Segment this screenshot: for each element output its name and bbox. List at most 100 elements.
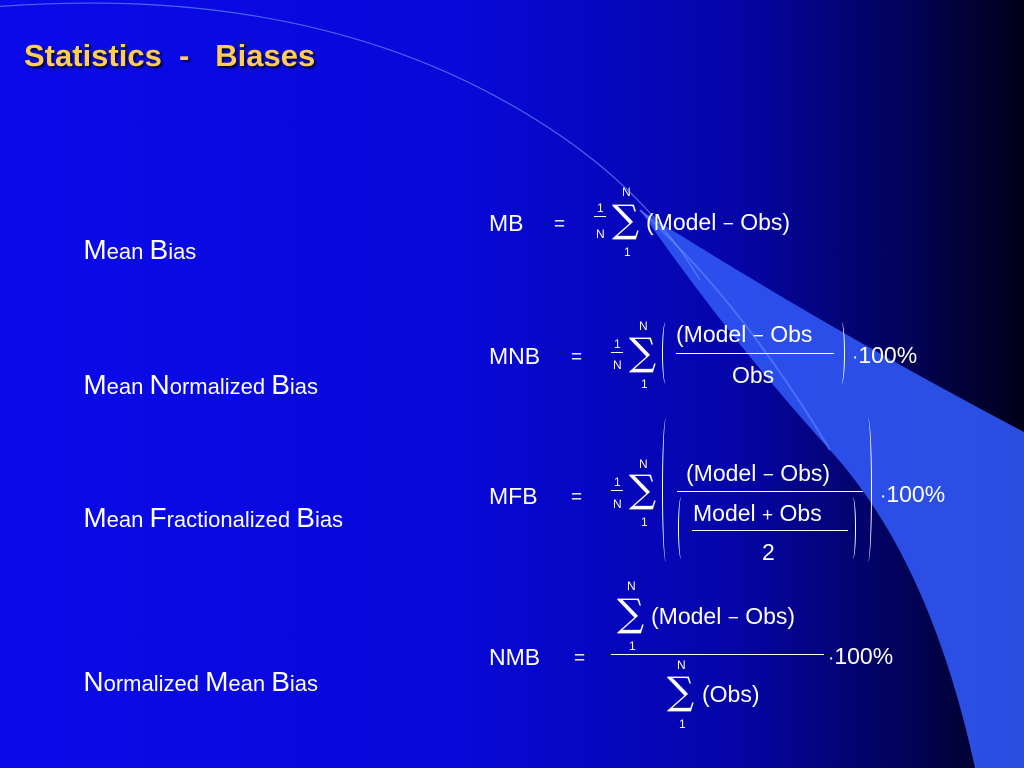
- swoosh-fill: [640, 210, 1024, 768]
- equals-sign: =: [554, 214, 566, 235]
- model-term: (Model: [676, 321, 747, 347]
- right-paren: [836, 322, 845, 384]
- term-rest: ormalized: [103, 671, 206, 696]
- sum-upper-limit: N: [627, 579, 636, 593]
- term-initial: B: [149, 234, 169, 265]
- equals-sign: =: [571, 347, 583, 368]
- term-rest: ractionalized: [166, 507, 297, 532]
- minus-operator: −: [752, 326, 764, 347]
- plus-operator: +: [762, 505, 774, 526]
- model-term: (Model: [686, 460, 757, 486]
- formula-lhs: MNB: [489, 343, 541, 369]
- fraction-bar: [611, 490, 623, 491]
- percent-factor: ·100%: [828, 643, 894, 669]
- term-initial: M: [205, 666, 229, 697]
- fraction-bar: [611, 654, 824, 655]
- denominator-expr: (Obs): [702, 681, 760, 707]
- multiply-operator: ·: [880, 486, 887, 507]
- fraction-numerator-expr: (Model − Obs: [676, 321, 813, 347]
- sigma-icon: ∑: [617, 591, 645, 635]
- term-rest: ias: [314, 507, 344, 532]
- multiply-operator: ·: [852, 347, 859, 368]
- fraction-denominator-sum: Model + Obs: [693, 500, 822, 526]
- term-rest: ias: [168, 239, 197, 264]
- sum-lower-limit: 1: [641, 515, 648, 529]
- term-mean-bias: Mean Bias: [70, 206, 196, 266]
- term-initial: M: [83, 234, 107, 265]
- term-initial: F: [149, 502, 167, 533]
- sum-upper-limit: N: [639, 319, 648, 333]
- fraction-bar: [611, 352, 623, 353]
- term-initial: N: [83, 666, 104, 697]
- term-initial: B: [271, 369, 290, 400]
- fraction-denominator: N: [613, 497, 622, 511]
- sum-lower-limit: 1: [629, 639, 636, 653]
- numerator-expr: (Model − Obs): [651, 603, 796, 629]
- sigma-icon: ∑: [612, 197, 640, 241]
- term-rest: ean: [228, 671, 272, 696]
- term-mean-normalized-bias: Mean Normalized Bias: [70, 341, 318, 401]
- obs-term: Obs): [745, 603, 796, 629]
- right-paren: [862, 418, 872, 562]
- obs-term: Obs): [740, 209, 791, 235]
- obs-term: Obs: [779, 500, 822, 526]
- fraction-bar: [677, 491, 863, 492]
- sigma-icon: ∑: [629, 467, 657, 511]
- term-mean-fractionalized-bias: Mean Fractionalized Bias: [70, 474, 343, 534]
- sum-upper-limit: N: [622, 185, 631, 199]
- sigma-icon: ∑: [667, 669, 695, 713]
- percent-value: 100%: [886, 481, 946, 507]
- term-rest: ormalized: [169, 374, 272, 399]
- slide-title: Statistics - Biases: [24, 38, 316, 73]
- minus-operator: −: [722, 214, 734, 235]
- percent-value: 100%: [858, 342, 918, 368]
- sigma-icon: ∑: [629, 330, 657, 374]
- fraction-denominator-expr: Obs: [732, 362, 775, 388]
- minus-operator: −: [762, 465, 774, 486]
- left-paren: [662, 322, 671, 384]
- term-initial: B: [296, 502, 315, 533]
- fraction-denominator: N: [613, 358, 622, 372]
- sum-lower-limit: 1: [641, 377, 648, 391]
- term-rest: ean: [106, 239, 150, 264]
- arc-line: [0, 2, 701, 281]
- percent-factor: ·100%: [852, 342, 918, 368]
- sum-upper-limit: N: [677, 658, 686, 672]
- equals-sign: =: [574, 648, 586, 669]
- term-normalized-mean-bias: Normalized Mean Bias: [70, 638, 318, 698]
- model-term: (Model: [651, 603, 722, 629]
- sum-lower-limit: 1: [624, 245, 631, 259]
- fraction-bar: [676, 353, 834, 354]
- sum-upper-limit: N: [639, 457, 648, 471]
- fraction-numerator: 1: [614, 475, 621, 489]
- divisor-value: 2: [762, 539, 775, 565]
- sum-lower-limit: 1: [679, 717, 686, 731]
- term-initial: B: [271, 666, 290, 697]
- term-rest: ean: [106, 507, 150, 532]
- formula-lhs: MB: [489, 210, 524, 236]
- percent-factor: ·100%: [880, 481, 946, 507]
- fraction-bar: [692, 530, 848, 531]
- formula-body: (Model − Obs): [646, 209, 791, 235]
- term-initial: N: [149, 369, 170, 400]
- right-paren: [848, 497, 856, 559]
- equals-sign: =: [571, 487, 583, 508]
- formula-lhs: NMB: [489, 644, 541, 670]
- left-paren: [662, 418, 672, 562]
- fraction-denominator: N: [596, 227, 605, 241]
- fraction-bar: [594, 216, 606, 217]
- term-initial: M: [83, 502, 107, 533]
- fraction-numerator: 1: [597, 201, 604, 215]
- obs-term: Obs: [770, 321, 813, 347]
- term-rest: ean: [106, 374, 150, 399]
- model-term: (Model: [646, 209, 717, 235]
- swoosh-highlight: [639, 209, 831, 451]
- minus-operator: −: [727, 608, 739, 629]
- left-paren: [678, 497, 686, 559]
- fraction-numerator: 1: [614, 337, 621, 351]
- fraction-numerator-expr: (Model − Obs): [686, 460, 830, 486]
- percent-value: 100%: [834, 643, 894, 669]
- model-term: Model: [693, 500, 756, 526]
- term-initial: M: [83, 369, 107, 400]
